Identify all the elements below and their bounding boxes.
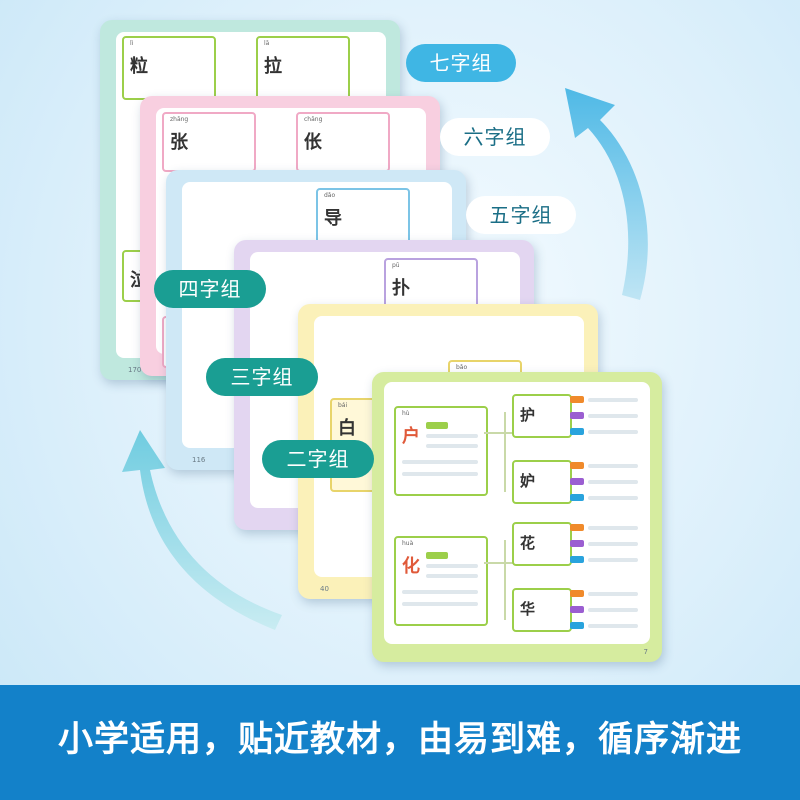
character: 花	[520, 534, 536, 552]
tag-orange	[570, 462, 584, 469]
text-line	[588, 464, 638, 468]
text-line	[402, 472, 478, 476]
connector	[504, 540, 506, 620]
stroke-tag	[426, 422, 448, 429]
text-line	[588, 608, 638, 612]
pinyin: dǎo	[324, 192, 336, 199]
character: 伥	[304, 132, 322, 153]
page-number: 170	[128, 366, 142, 374]
char-card: zhāng 张	[162, 112, 256, 172]
pinyin: chāng	[304, 116, 323, 123]
page-number: 7	[643, 648, 648, 656]
character: 妒	[520, 472, 536, 490]
label-four-char-group: 四字组	[154, 270, 266, 308]
character: 户	[402, 426, 420, 447]
text-line	[588, 398, 638, 402]
character: 扑	[392, 278, 410, 299]
sub-char-card: 妒	[512, 460, 572, 504]
character: 拉	[264, 56, 282, 77]
tag-blue	[570, 622, 584, 629]
text-line	[588, 526, 638, 530]
main-char-card-hua: huà 化	[394, 536, 488, 626]
tag-purple	[570, 606, 584, 613]
tag-orange	[570, 396, 584, 403]
page-two-char-group: hù 户 huà 化 护 妒 花	[372, 372, 662, 662]
label-three-char-group: 三字组	[206, 358, 318, 396]
text-line	[426, 434, 478, 438]
character: 张	[170, 132, 188, 153]
text-line	[588, 480, 638, 484]
label-two-char-group: 二字组	[262, 440, 374, 478]
text-line	[588, 496, 638, 500]
character: 白	[338, 418, 356, 439]
text-line	[588, 542, 638, 546]
connector	[484, 432, 514, 434]
character: 华	[520, 600, 536, 618]
pinyin: pū	[392, 262, 400, 269]
character: 粒	[130, 56, 148, 77]
pinyin: bái	[338, 402, 348, 409]
label-seven-char-group: 七字组	[406, 44, 516, 82]
arrow-down-left	[122, 430, 282, 630]
sub-char-card: 华	[512, 588, 572, 632]
text-line	[588, 592, 638, 596]
pinyin: huà	[402, 540, 414, 547]
pinyin: zhāng	[170, 116, 189, 123]
connector	[504, 412, 506, 492]
tag-blue	[570, 428, 584, 435]
tag-purple	[570, 540, 584, 547]
label-five-char-group: 五字组	[466, 196, 576, 234]
tag-orange	[570, 590, 584, 597]
tag-orange	[570, 524, 584, 531]
pinyin: hù	[402, 410, 410, 417]
label-six-char-group: 六字组	[440, 118, 550, 156]
char-card: lì 粒	[122, 36, 216, 100]
slogan-banner: 小学适用，贴近教材，由易到难，循序渐进	[0, 685, 800, 800]
text-line	[402, 590, 478, 594]
sub-char-card: 花	[512, 522, 572, 566]
tag-purple	[570, 412, 584, 419]
page-number: 116	[192, 456, 206, 464]
char-card: lā 拉	[256, 36, 350, 100]
text-line	[588, 430, 638, 434]
text-line	[426, 564, 478, 568]
text-line	[426, 574, 478, 578]
tag-purple	[570, 478, 584, 485]
pinyin: lā	[264, 40, 270, 47]
text-line	[588, 558, 638, 562]
page-number: 40	[320, 585, 329, 593]
sub-char-card: 护	[512, 394, 572, 438]
connector	[484, 562, 514, 564]
slogan-text: 小学适用，贴近教材，由易到难，循序渐进	[57, 720, 742, 760]
character: 护	[520, 406, 536, 424]
character: 导	[324, 208, 342, 229]
text-line	[588, 414, 638, 418]
tag-blue	[570, 494, 584, 501]
char-card: chāng 伥	[296, 112, 390, 172]
main-char-card-hu: hù 户	[394, 406, 488, 496]
stroke-tag	[426, 552, 448, 559]
character: 化	[402, 556, 420, 577]
tag-blue	[570, 556, 584, 563]
text-line	[402, 602, 478, 606]
pinyin: lì	[130, 40, 134, 47]
char-card: dǎo 导	[316, 188, 410, 244]
text-line	[588, 624, 638, 628]
text-line	[402, 460, 478, 464]
cycle-arrows	[122, 88, 648, 630]
pinyin: bǎo	[456, 364, 468, 371]
arrow-up-right	[565, 88, 648, 300]
text-line	[426, 444, 478, 448]
